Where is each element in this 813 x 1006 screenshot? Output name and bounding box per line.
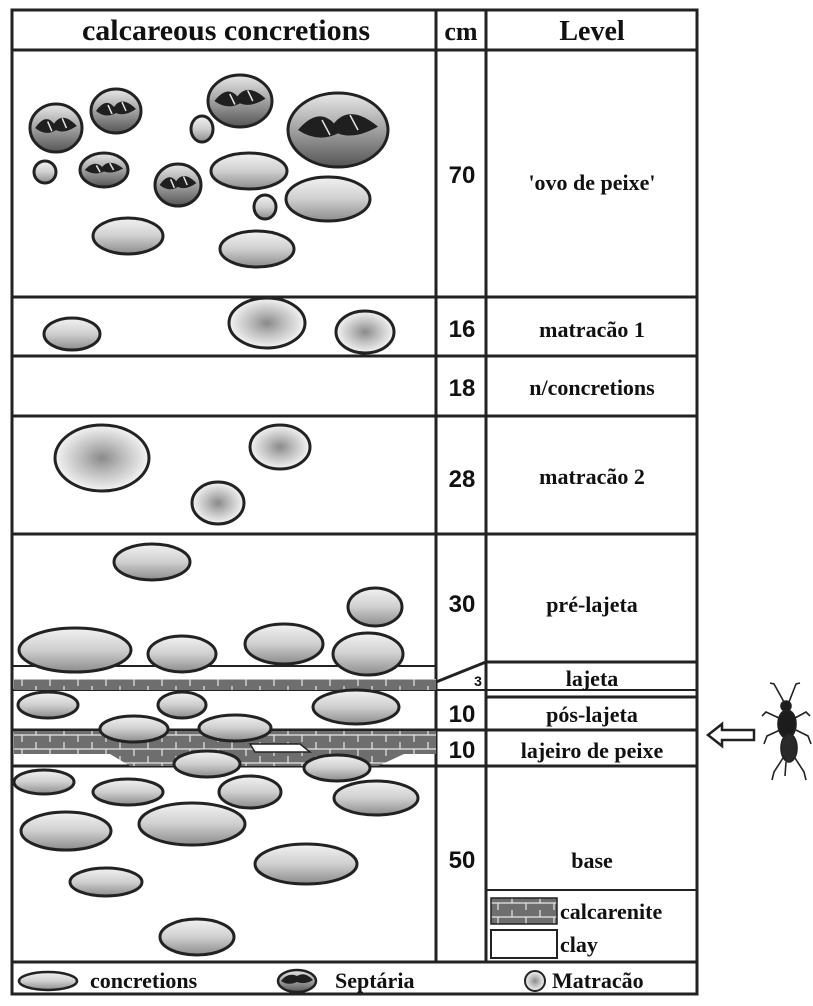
concretion (137, 801, 247, 847)
concretion-symbols (12, 73, 420, 957)
cm-value-ovo-de-peixe: 70 (449, 162, 476, 189)
diagram-frame (10, 8, 699, 996)
level-pre-lajeta: pré-lajeta (546, 592, 638, 617)
boundary-lajeta-top-right (435, 660, 697, 684)
concretion (218, 229, 296, 269)
cm-value-matracao-1: 16 (449, 316, 476, 343)
level-lajeta: lajeta (566, 666, 619, 691)
clay-swatch (490, 929, 558, 959)
level-ovo-de-peixe: 'ovo de peixe' (528, 170, 655, 195)
level-pos-lajeta: pós-lajeta (546, 702, 638, 727)
concretion (284, 175, 372, 223)
legend-septaria: Septária (276, 968, 414, 994)
legend-concretions: concretions (17, 968, 198, 993)
septaria-concretion (78, 151, 130, 189)
cm-value-lajeta: 3 (474, 673, 482, 689)
concretion (42, 316, 102, 352)
matracao-concretion (248, 423, 312, 471)
matracao-icon (524, 970, 546, 992)
matracao-concretion (53, 423, 151, 493)
concretions-column-header: calcareous concretions (82, 14, 370, 47)
septaria-concretion (89, 87, 143, 135)
matracao-concretion (190, 480, 246, 526)
concretion (243, 622, 325, 666)
concretion (32, 159, 58, 185)
level-n-concretions: n/concretions (529, 375, 655, 400)
lajeiro-clay-lens (248, 743, 313, 753)
cm-value-pre-lajeta: 30 (449, 591, 476, 618)
concretion (16, 690, 80, 720)
cm-value-matracao-2: 28 (449, 466, 476, 493)
legend-matracao-label: Matracão (552, 968, 644, 993)
concretion (253, 842, 359, 886)
concretion (146, 634, 218, 674)
calcarenite-label: calcarenite (560, 899, 662, 924)
concretion (156, 690, 208, 720)
concretion-icon (17, 970, 79, 992)
cm-value-n-concretions: 18 (449, 375, 476, 402)
concretion (68, 866, 144, 898)
calcarenite-swatch (490, 897, 558, 925)
legend-matracao: Matracão (524, 968, 644, 993)
concretion (209, 151, 289, 191)
concretion (346, 586, 404, 628)
concretion (302, 753, 372, 783)
level-column-header: Level (559, 16, 625, 47)
concretion (172, 749, 242, 779)
concretion (112, 542, 192, 582)
level-matracao-2: matracão 2 (539, 464, 645, 489)
concretion (98, 714, 170, 744)
concretion (252, 193, 278, 221)
legend-septaria-label: Septária (335, 968, 414, 993)
arrow-left-icon (705, 721, 756, 749)
level-lajeiro-de-peixe: lajeiro de peixe (521, 738, 664, 763)
concretion (311, 688, 401, 726)
level-matracao-1: matracão 1 (539, 317, 645, 342)
septaria-icon-cracks (281, 974, 313, 984)
matracao-concretion (334, 309, 396, 355)
concretion (331, 631, 405, 677)
cm-column-header: cm (444, 17, 478, 46)
concretion (158, 917, 236, 957)
concretion (17, 626, 133, 674)
septaria-concretion (286, 91, 390, 169)
cm-value-pos-lajeta: 10 (449, 701, 476, 728)
legend-concretions-label: concretions (90, 968, 198, 993)
insect-fossil-icon (761, 682, 812, 781)
septaria-concretion (206, 73, 274, 129)
concretion (197, 713, 273, 743)
lajeta-calcarenite-band (14, 679, 436, 690)
matracao-concretion (227, 296, 307, 350)
concretion (91, 777, 165, 807)
concretion (12, 768, 76, 796)
cm-value-base: 50 (449, 847, 476, 874)
septaria-concretion (153, 162, 203, 208)
level-base: base (571, 848, 613, 873)
concretion (19, 810, 113, 852)
septaria-concretion (28, 102, 84, 154)
cm-value-lajeiro-de-peixe: 10 (449, 737, 476, 764)
concretion (189, 114, 215, 144)
clay-label: clay (560, 932, 598, 957)
concretion (91, 216, 165, 256)
concretion (332, 779, 420, 817)
concretion (217, 774, 283, 810)
